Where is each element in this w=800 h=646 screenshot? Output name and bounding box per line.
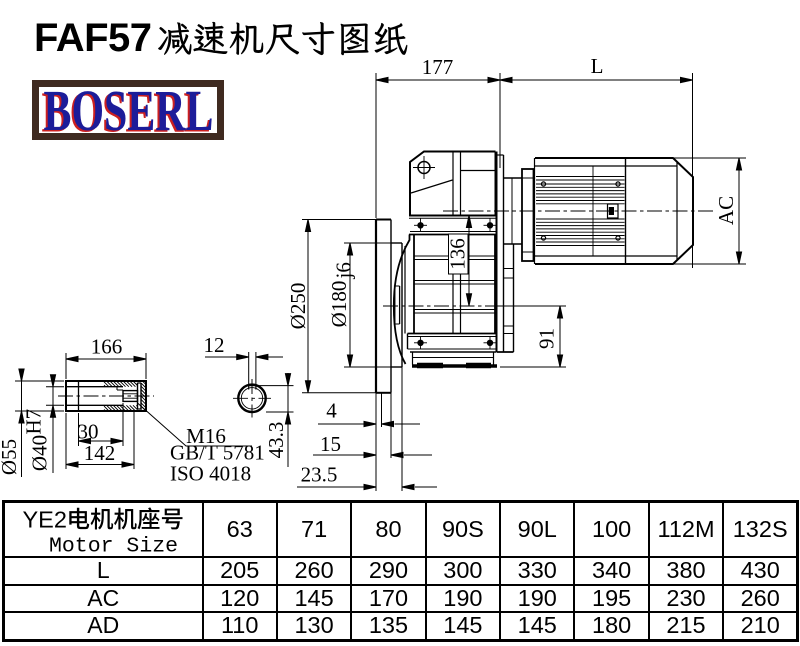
table-cell: 330: [499, 556, 576, 586]
header-latin-text: YE2: [23, 507, 67, 533]
main-view-gearmotor: [374, 150, 694, 394]
header-line2-text: Motor Size: [49, 535, 178, 557]
table-cell: 190: [499, 583, 576, 613]
table-cell: 260: [275, 556, 353, 586]
table-cell: 340: [573, 556, 650, 586]
motor-size-col-5: 100: [573, 500, 650, 558]
table-cell: 145: [275, 583, 353, 613]
motor-size-header: YE2 Motor Size: [2, 500, 204, 558]
table-cell: 180: [573, 611, 650, 641]
motor-size-col-1: 71: [275, 500, 353, 558]
table-cell: 120: [201, 583, 278, 613]
dim-23-5: 23.5: [301, 463, 338, 487]
table-cell: 130: [275, 611, 353, 641]
dim-55: Ø55: [0, 439, 21, 475]
dimension-arrows: [18, 76, 743, 491]
table-cell: 215: [647, 611, 725, 641]
table-cell: 145: [424, 611, 502, 641]
dim-142: 142: [84, 441, 116, 465]
shaft-detail-view: [65, 380, 147, 412]
row-label: AD: [2, 611, 204, 641]
table-cell: 190: [424, 583, 502, 613]
table-cell: 195: [573, 583, 650, 613]
dim-166: 166: [91, 335, 123, 359]
dim-4: 4: [326, 399, 337, 423]
table-cell: 145: [499, 611, 576, 641]
key-section-view: [237, 383, 267, 414]
row-label: L: [2, 556, 204, 586]
page-title: FAF57: [34, 16, 408, 60]
dimension-labels: 177 L AC 136 91 Ø250 Ø180 j6 4 15 23.5 1…: [0, 54, 738, 487]
brand-logo-shadow: BOSERL: [42, 87, 212, 133]
table-cell: 290: [350, 556, 427, 586]
brand-logo: BOSERL BOSERL: [32, 80, 224, 140]
table-cell: 210: [722, 611, 799, 641]
row-label: AC: [2, 583, 204, 613]
motor-size-col-3: 90S: [424, 500, 502, 558]
table-cell: 205: [201, 556, 278, 586]
table-cell: 110: [201, 611, 278, 641]
dim-12: 12: [204, 333, 225, 357]
table-cell: 300: [424, 556, 502, 586]
dim-L: L: [591, 54, 604, 78]
table-cell: 135: [350, 611, 427, 641]
dim-flange-od: Ø250: [286, 283, 310, 330]
motor-size-col-7: 132S: [722, 500, 799, 558]
motor-size-col-6: 112M: [647, 500, 725, 558]
title-cjk-text: [158, 21, 408, 56]
dim-136: 136: [446, 238, 470, 270]
dim-30: 30: [78, 420, 99, 444]
dim-spigot-fit: j6: [332, 262, 356, 279]
table-cell: 260: [722, 583, 799, 613]
motor-size-col-0: 63: [201, 500, 278, 558]
dim-AC: AC: [714, 196, 738, 225]
label-std-iso: ISO 4018: [170, 462, 251, 486]
motor-size-col-2: 80: [350, 500, 427, 558]
shaft-dimension-lines: [15, 353, 252, 477]
technical-drawing: 177 L AC 136 91 Ø250 Ø180 j6 4 15 23.5 1…: [0, 54, 746, 491]
table-cell: 170: [350, 583, 427, 613]
label-bolt-m16: M16: [186, 424, 226, 448]
dim-40: Ø40: [28, 435, 52, 471]
dim-43-3: 43.3: [264, 422, 288, 459]
table-cell: 430: [722, 556, 799, 586]
table-cell: 230: [647, 583, 725, 613]
dim-40-fit: H7: [22, 409, 46, 435]
table-cell: 380: [647, 556, 725, 586]
title-model-text: FAF57: [34, 16, 152, 60]
dim-91: 91: [535, 328, 559, 349]
brand-logo-text: BOSERL: [44, 87, 214, 133]
motor-size-col-4: 90L: [499, 500, 576, 558]
label-std-gbt: GB/T 5781: [170, 441, 265, 465]
dim-15: 15: [320, 432, 341, 456]
header-cjk-text: [69, 507, 183, 530]
dim-spigot: Ø180: [327, 281, 351, 328]
main-view-dimension-lines: [297, 73, 746, 491]
dim-177: 177: [422, 55, 454, 79]
